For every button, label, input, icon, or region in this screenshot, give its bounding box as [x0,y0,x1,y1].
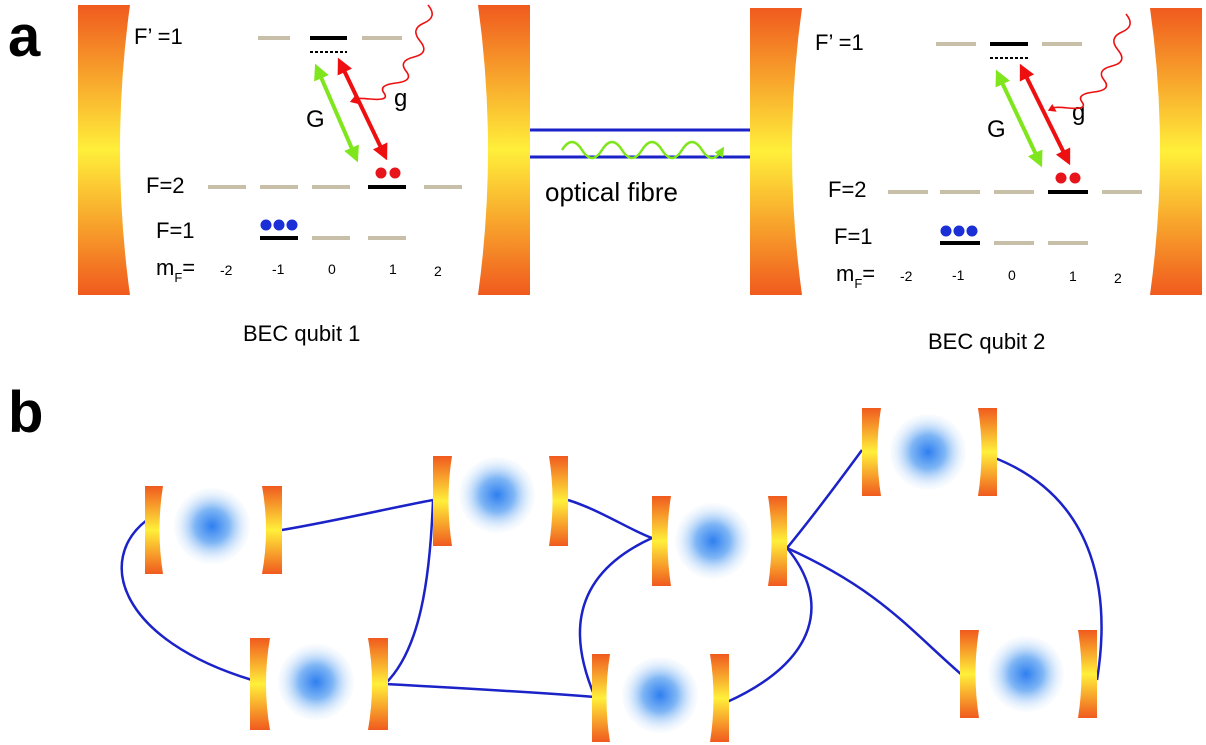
qubit1-caption: BEC qubit 1 [243,321,360,346]
qubit1-upper-label: F=2 [146,173,185,198]
mini-mirror [250,638,270,730]
qubit1-excited-label: F’ =1 [134,24,183,49]
fibre-link [994,456,1103,681]
fibre-link [281,498,434,532]
qubit1-mf-tick: 1 [389,261,397,277]
qubit1-mf-tick: -1 [272,261,285,277]
qubit2-label-G: G [987,116,1006,143]
qubit1-cavity-photon [349,4,433,105]
bec-cloud [988,636,1064,712]
mini-mirror [145,486,163,574]
panel-b-letter: b [8,380,43,445]
fibre-link [726,547,813,704]
mini-mirror [978,408,997,496]
cavity-node [145,486,282,574]
mini-mirror [710,654,729,742]
qubit2-caption: BEC qubit 2 [928,329,1045,354]
cavity-node [960,630,1097,718]
qubit2-cavity-photon [1047,13,1131,112]
qubit2-mf-tick: 0 [1008,267,1016,283]
qubit1-mf-tick: -2 [220,262,233,278]
qubit2-level-scheme: F’ =1 G g F=2 F=1 mF= -2 -1 0 1 2 [815,13,1142,291]
mini-mirror [652,496,671,586]
qubit1-atom-red [389,167,401,179]
bec-cloud [459,457,535,533]
mini-mirror [549,456,568,546]
fibre-link [120,519,253,682]
bec-cloud [174,488,250,564]
optical-fibre [530,128,750,160]
qubit1-mf-label: mF= [156,255,195,285]
cavity-node [433,456,568,546]
qubit2-upper-label: F=2 [828,177,867,202]
mini-mirror [262,486,282,574]
qubit2-label-g: g [1072,99,1085,126]
fibre-link [384,682,596,699]
qubit2-mf-tick: 1 [1069,268,1077,284]
mirror-a1-left [78,5,130,295]
mini-mirror [960,630,979,718]
bec-cloud [675,503,751,579]
qubit1-mf-tick: 0 [328,261,336,277]
mini-mirror [592,654,610,742]
qubit2-mf-tick: -2 [900,268,913,284]
qubit2-mf-tick: -1 [952,267,965,283]
bec-cloud [622,657,698,733]
bec-cloud [890,414,966,490]
qubit1-atom-blue [260,219,272,231]
qubit2-atom-red [1069,172,1081,184]
bec-cloud [278,644,354,720]
qubit1-atom-blue [286,219,298,231]
fibre-link [578,536,653,698]
panel-a-letter: a [8,4,41,69]
cavity-node [862,408,997,496]
mirror-a2-left [750,8,802,295]
qubit2-excited-label: F’ =1 [815,30,864,55]
mini-mirror [1078,630,1097,718]
qubit1-atom-blue [273,219,285,231]
qubit2-mf-tick: 2 [1114,270,1122,286]
qubit2-atom-blue [940,225,952,237]
qubit2-mf-label: mF= [836,261,875,291]
mini-mirror [433,456,452,546]
cavity-node [250,638,388,730]
qubit1-label-g: g [394,85,407,112]
qubit1-atom-red [375,167,387,179]
qubit2-atom-blue [966,225,978,237]
qubit2-lower-label: F=1 [834,224,873,249]
qubit1-label-G: G [306,106,325,133]
qubit1-mf-tick: 2 [434,263,442,279]
mini-mirror [768,496,787,586]
mirror-a1-right [478,5,530,295]
fibre-label: optical fibre [545,177,678,207]
fibre-link [786,449,864,549]
fibre-network [120,449,1103,704]
qubit2-atom-blue [953,225,965,237]
qubit1-level-scheme: F’ =1 G g F=2 F=1 mF= -2 -1 0 1 [134,4,462,285]
fibre-link [786,546,963,676]
qubit2-atom-red [1055,172,1067,184]
fibre-link [567,498,653,540]
mirror-a2-right [1150,8,1202,295]
mini-mirror [368,638,388,730]
mini-mirror [862,408,881,496]
cavity-node [592,654,729,742]
fibre-link [384,499,435,685]
fibre-photon-wave [560,140,725,160]
qubit1-lower-label: F=1 [156,218,195,243]
cavity-node [652,496,787,586]
qubit2-arrow-g [1019,63,1071,166]
qubit1-arrow-g [337,57,388,161]
